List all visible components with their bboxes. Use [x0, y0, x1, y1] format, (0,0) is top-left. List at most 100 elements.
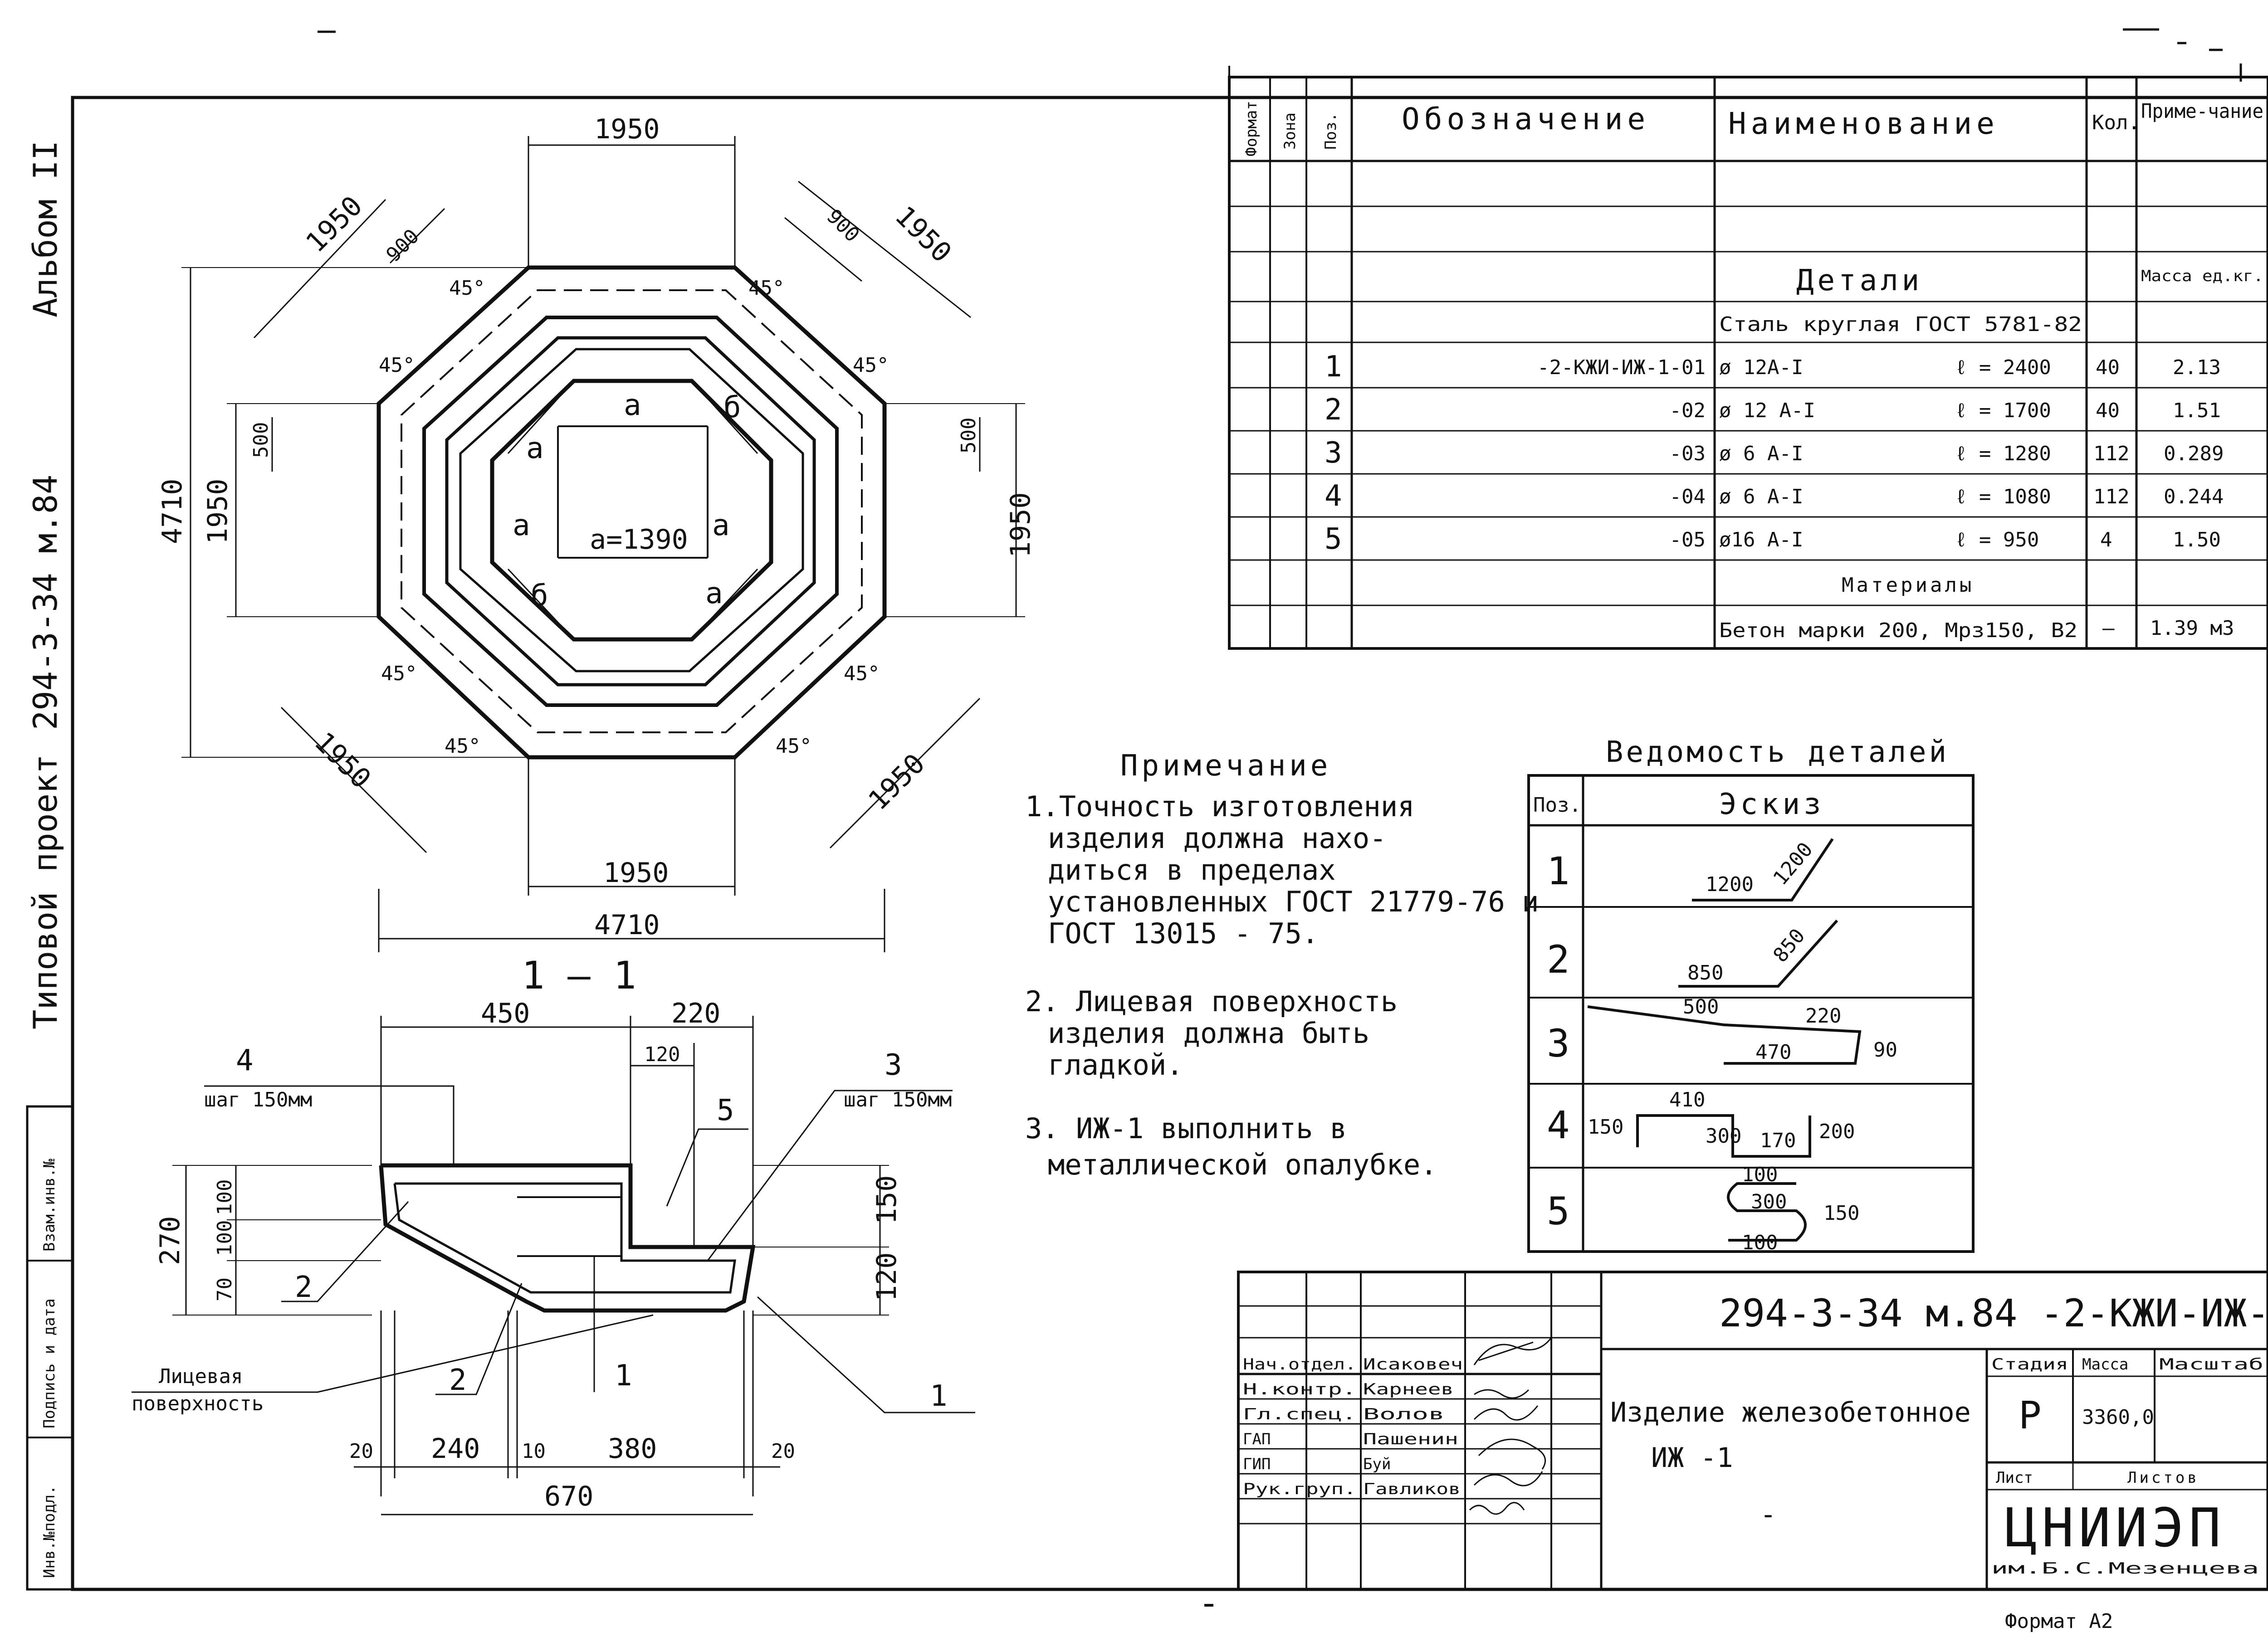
callout-2a: 2 [295, 1271, 313, 1304]
details-header-sketch: Эскиз [1719, 788, 1825, 821]
staff-name-3: Волов [1363, 1405, 1445, 1423]
callout-3: 3 [885, 1048, 902, 1082]
angle-label: 45° [381, 662, 417, 685]
dim-left-part-3: 70 [213, 1277, 236, 1301]
detail-5-dim-3: 150 [1823, 1202, 1859, 1225]
staff-name-6: Гавликов [1363, 1480, 1461, 1498]
mass-header: Масса ед.кг. [2141, 267, 2263, 285]
row-4-designation: -04 [1670, 485, 1706, 508]
detail-2-dim-1: 850 [1687, 961, 1723, 984]
detail-2-pos: 2 [1547, 937, 1570, 982]
title-block: 294-3-34 м.84 -2-КЖИ-ИЖ-1 Нач.отдел. Иса… [1237, 1271, 2268, 1633]
note-2-line-2: изделия должна быть [1048, 1017, 1369, 1050]
title-dash: - [1760, 1499, 1776, 1530]
sheets-label: Листов [2127, 1469, 2200, 1487]
label-b: б [531, 579, 548, 613]
dim-bottom-2: 240 [431, 1433, 480, 1465]
angle-label: 45° [776, 735, 811, 758]
angle-label: 45° [379, 354, 415, 377]
row-2-designation: -02 [1670, 399, 1706, 422]
angle-label: 45° [748, 277, 784, 300]
detail-4-dim-1: 410 [1669, 1088, 1705, 1111]
row-3-length: ℓ = 1280 [1955, 442, 2051, 465]
side-column: Альбом II 294-3-34 м.84 Типовой проект В… [26, 141, 74, 1591]
section-title: 1 — 1 [522, 953, 636, 998]
item-name: Изделие железобетонное [1610, 1397, 1971, 1428]
row-3-name: ø 6 А-I [1719, 442, 1803, 465]
label-a-value: а=1390 [590, 524, 688, 555]
project-code-label: 294-3-34 м.84 [26, 474, 64, 730]
staff-role-6: Рук.груп. [1243, 1480, 1356, 1498]
material-name: Бетон марки 200, Мрз150, В2 [1719, 619, 2077, 642]
col-stage: Стадия [1991, 1355, 2068, 1374]
detail-4-dim-5: 200 [1819, 1120, 1855, 1143]
note-1-line-5: ГОСТ 13015 - 75. [1048, 917, 1319, 950]
row-5-designation: -05 [1670, 528, 1706, 551]
row-1-name: ø 12А-I [1719, 356, 1803, 379]
stage-value: Р [2019, 1393, 2042, 1437]
staff-role-1: Нач.отдел. [1243, 1355, 1356, 1374]
label-a: а [712, 509, 730, 542]
label-a: а [513, 509, 530, 542]
dim-right-inner: 1950 [1005, 492, 1036, 558]
note-1-line-3: диться в пределах [1048, 853, 1336, 887]
sheet-label: Лист [1996, 1469, 2033, 1487]
note-2-line-3: гладкой. [1048, 1048, 1183, 1082]
notes: Примечание 1.Точность изготовления издел… [1025, 749, 1539, 1181]
label-a: а [705, 577, 723, 610]
dim-bottom-4: 380 [608, 1433, 657, 1465]
label-a: а [526, 432, 544, 465]
header-pos: Поз. [1322, 112, 1340, 150]
staff-name-4: Пашенин [1363, 1430, 1458, 1448]
section-details: Детали [1796, 264, 1923, 297]
dim-left-total: 270 [154, 1216, 186, 1265]
note-1-line-1: 1.Точность изготовления [1025, 790, 1415, 823]
plan-view: 1950 4710 1950 1950 500 500 1950 4710 19… [156, 113, 1036, 952]
dim-chamfer-tr: 900 [822, 205, 864, 247]
header-format: Формат [1242, 101, 1261, 156]
header-zone: Зона [1281, 112, 1299, 150]
mass-value: 3360,0 [2082, 1406, 2154, 1429]
staff-role-4: ГАП [1243, 1430, 1271, 1448]
dim-diag-bl: 1950 [308, 726, 377, 795]
callout-1b: 1 [930, 1379, 948, 1413]
dim-bottom-total: 4710 [594, 909, 660, 941]
detail-3-dim-4: 90 [1873, 1038, 1897, 1062]
angle-label: 45° [844, 662, 880, 685]
label-b: б [723, 391, 741, 424]
col-mass: Масса [2082, 1355, 2128, 1374]
item-code: ИЖ -1 [1651, 1442, 1733, 1474]
signature [1473, 1405, 1539, 1421]
staff-name-5: Буй [1363, 1455, 1391, 1473]
face-label-1: Лицевая [159, 1365, 243, 1388]
dim-bottom-3: 10 [522, 1440, 546, 1463]
callout-3-step: шаг 150мм [844, 1088, 952, 1111]
row-4-qty: 112 [2093, 485, 2129, 508]
section-view: 1 — 1 450 220 120 270 100 100 70 150 120 [132, 953, 975, 1515]
org-sub: им.Б.С.Мезенцева [1991, 1559, 2259, 1578]
dim-top-inner: 120 [644, 1043, 680, 1066]
angle-label: 45° [449, 277, 485, 300]
staff-name-2: Карнеев [1363, 1380, 1454, 1398]
header-qty: Кол. [2092, 111, 2140, 134]
row-4-pos: 4 [1325, 479, 1342, 513]
dim-notch-left: 500 [249, 422, 273, 458]
signature [1473, 1471, 1543, 1486]
stamp-signature: Подпись и дата [40, 1298, 59, 1428]
details-title: Ведомость деталей [1606, 736, 1949, 769]
material-qty: — [2102, 617, 2115, 640]
detail-4-pos: 4 [1547, 1103, 1570, 1147]
row-1-length: ℓ = 2400 [1955, 356, 2051, 379]
callout-5: 5 [717, 1094, 734, 1127]
row-2-mass: 1.51 [2173, 399, 2221, 422]
dim-notch-right: 500 [957, 418, 980, 453]
dim-top: 1950 [594, 113, 660, 145]
format-label: Формат А2 [2005, 1610, 2113, 1633]
detail-2-dim-2: 850 [1769, 924, 1809, 967]
dim-bottom-inner: 1950 [603, 857, 669, 889]
row-1-pos: 1 [1325, 350, 1342, 384]
header-designation: Обозначение [1402, 102, 1650, 136]
row-1-mass: 2.13 [2173, 356, 2221, 379]
row-4-mass: 0.244 [2164, 485, 2224, 508]
header-name: Наименование [1728, 106, 1999, 141]
